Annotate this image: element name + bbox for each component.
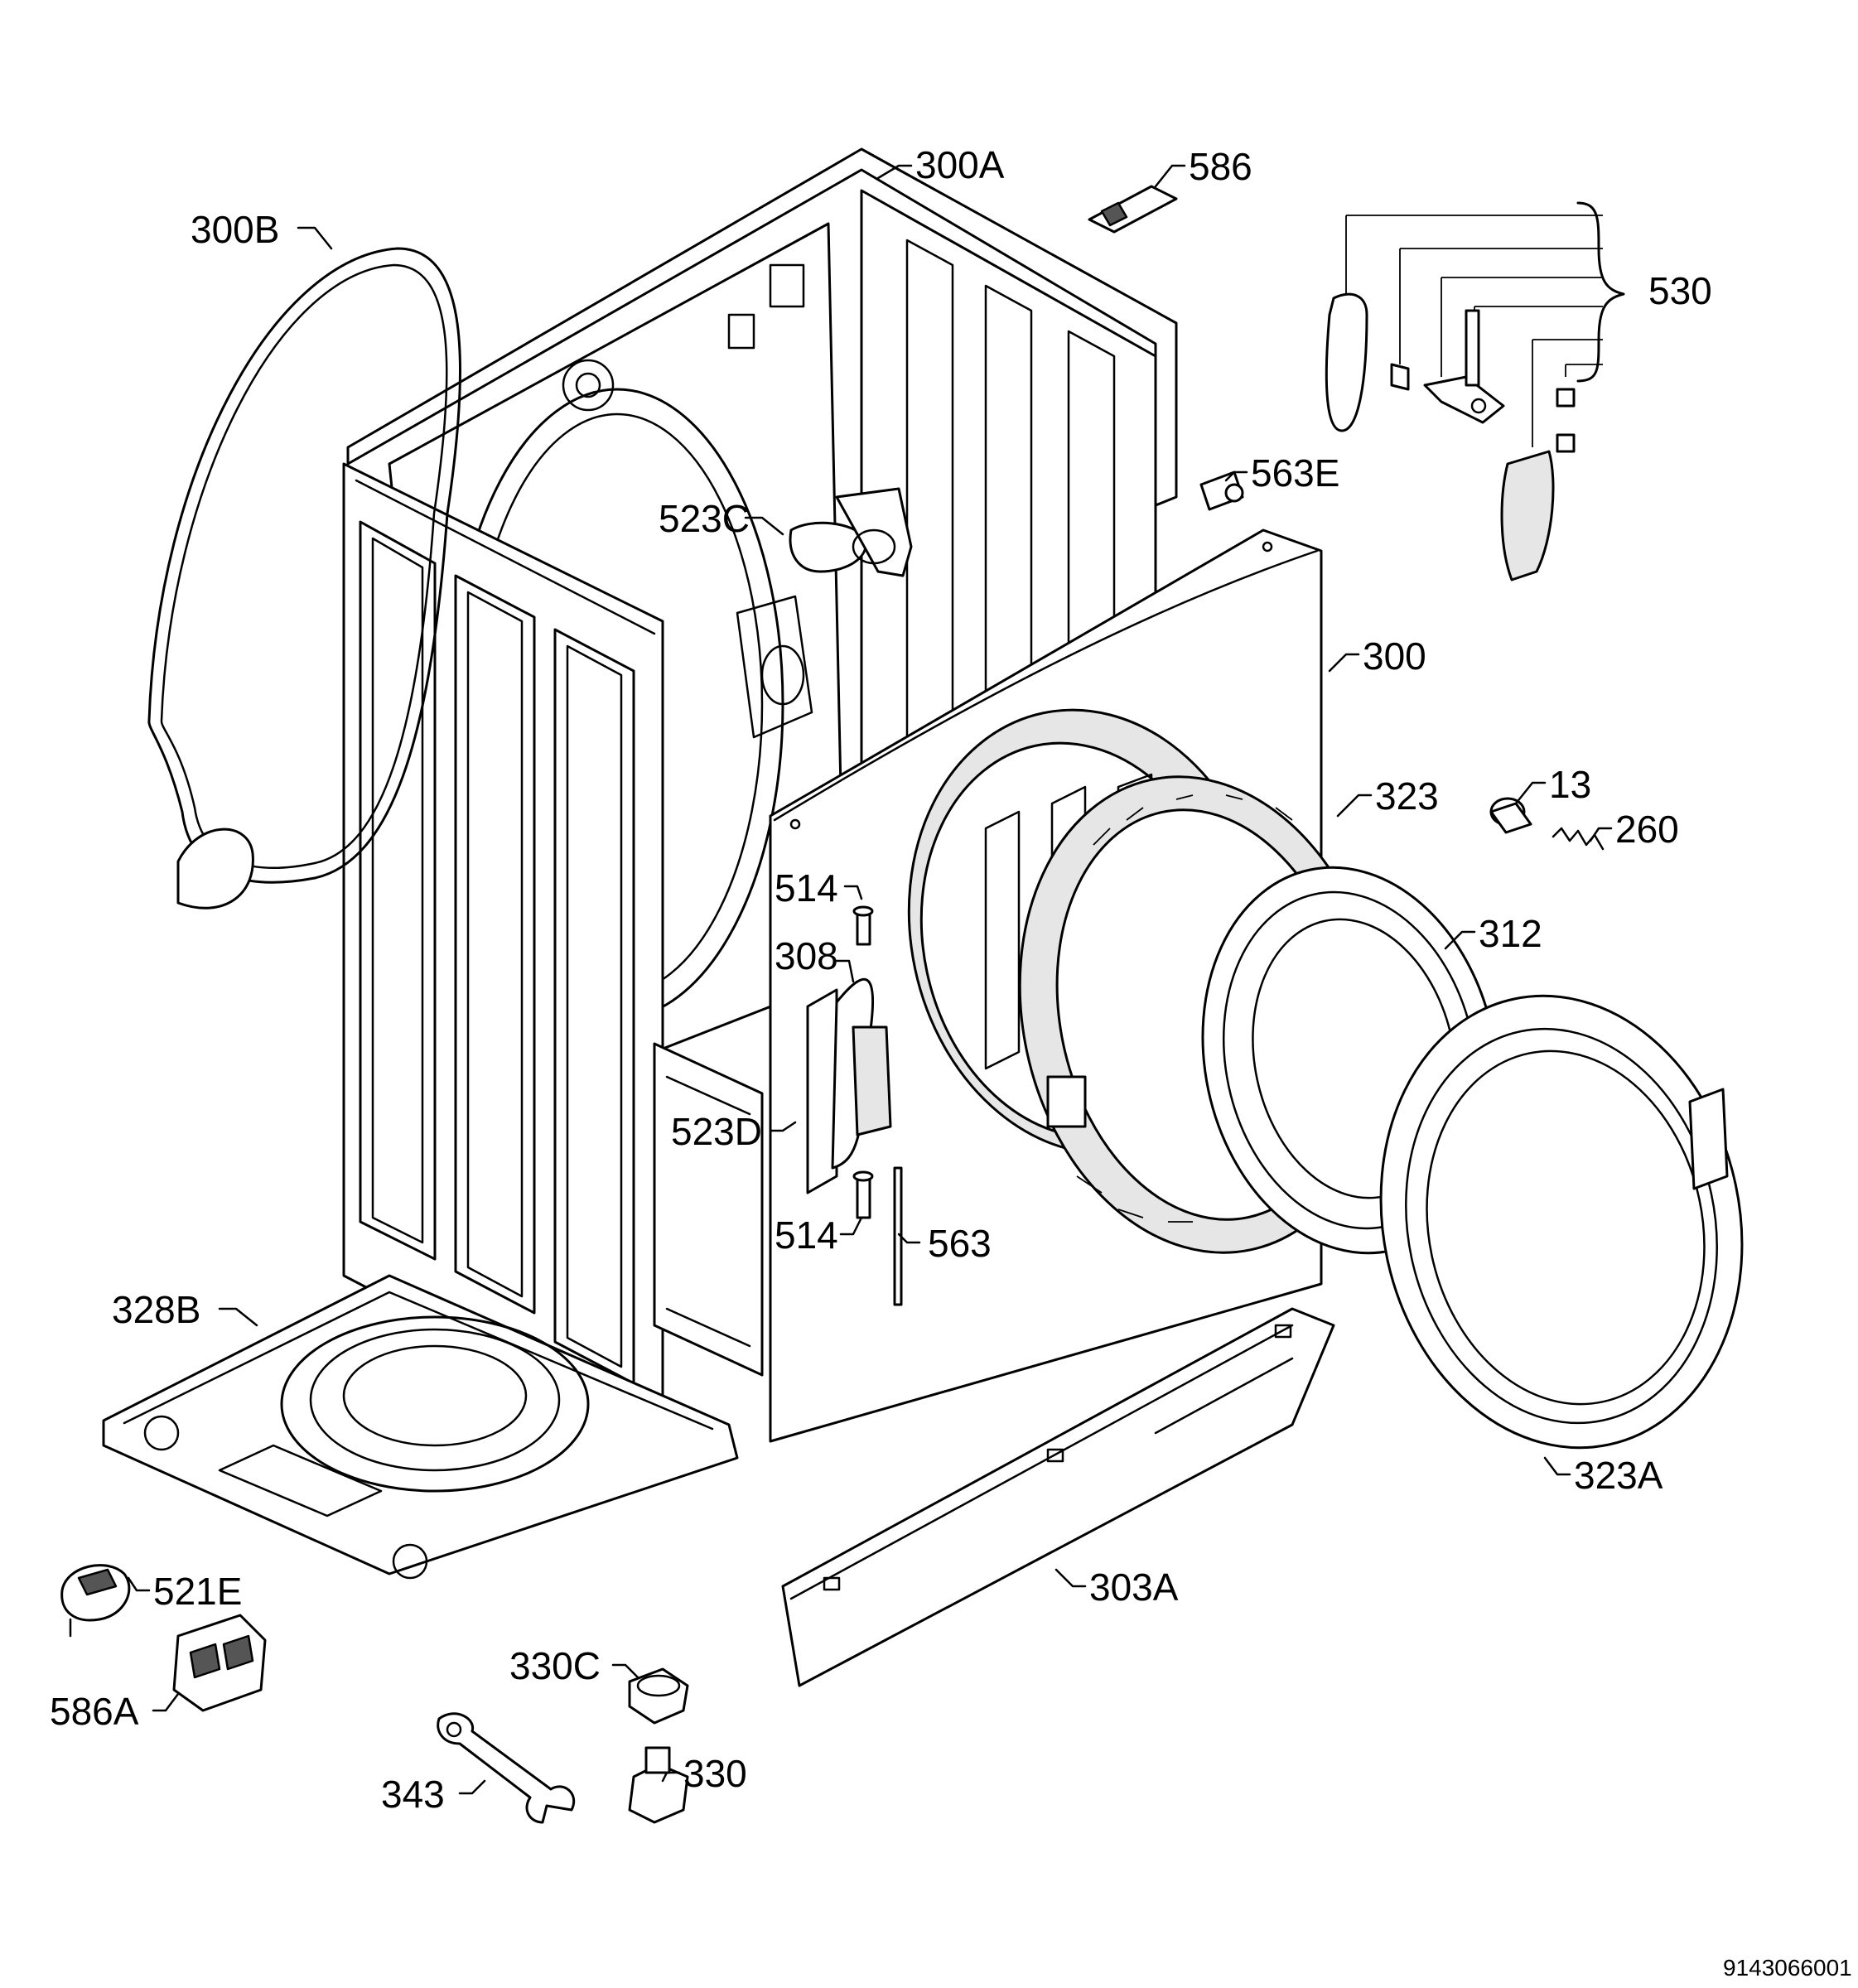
label-514-top: 514 xyxy=(775,866,838,910)
label-330C: 330C xyxy=(509,1644,601,1687)
left-side-panel xyxy=(342,462,664,1443)
label-530: 530 xyxy=(1648,269,1712,312)
connector-563E xyxy=(1199,470,1244,511)
door-outer-frame-323A xyxy=(1379,994,1744,1450)
kickplate-303A xyxy=(781,1307,1335,1687)
label-563: 563 xyxy=(928,1222,992,1265)
pressure-switch-521E xyxy=(60,1564,131,1638)
label-300: 300 xyxy=(1363,635,1426,678)
rear-seal-300B xyxy=(147,247,462,910)
label-300B: 300B xyxy=(191,208,279,251)
label-323A: 323A xyxy=(1574,1454,1663,1497)
label-523D: 523D xyxy=(671,1110,762,1153)
drawing-number: 9143066001 xyxy=(1723,1955,1852,1981)
foot-330 xyxy=(628,1746,689,1824)
part-labels: 300A 586 300B 530 563E 523C 300 323 13 2… xyxy=(50,143,1852,1981)
label-523C: 523C xyxy=(659,497,750,540)
label-521E: 521E xyxy=(153,1570,242,1613)
label-328B: 328B xyxy=(112,1288,200,1331)
label-323: 323 xyxy=(1375,774,1439,818)
wrench-343 xyxy=(437,1712,576,1824)
connector-block-586A xyxy=(172,1614,267,1712)
door-handle-kit-530 xyxy=(1325,201,1625,581)
bush-13 xyxy=(1489,797,1532,834)
clip-586 xyxy=(1088,185,1178,234)
label-300A: 300A xyxy=(915,143,1005,186)
label-13: 13 xyxy=(1549,763,1591,806)
nut-330C xyxy=(628,1667,689,1725)
leader-lines xyxy=(127,164,1613,1795)
label-308: 308 xyxy=(775,934,838,977)
label-586A: 586A xyxy=(50,1690,139,1733)
label-586: 586 xyxy=(1189,145,1252,188)
label-343: 343 xyxy=(381,1773,445,1816)
door-hinge-parts xyxy=(806,905,903,1306)
label-303A: 303A xyxy=(1089,1566,1179,1609)
label-514-bottom: 514 xyxy=(775,1214,838,1257)
label-563E: 563E xyxy=(1251,451,1339,495)
base-frame-328B xyxy=(102,1042,764,1580)
label-260: 260 xyxy=(1615,808,1679,851)
hose-clamp-523C xyxy=(789,487,913,577)
label-330: 330 xyxy=(683,1752,747,1795)
label-312: 312 xyxy=(1479,912,1542,955)
